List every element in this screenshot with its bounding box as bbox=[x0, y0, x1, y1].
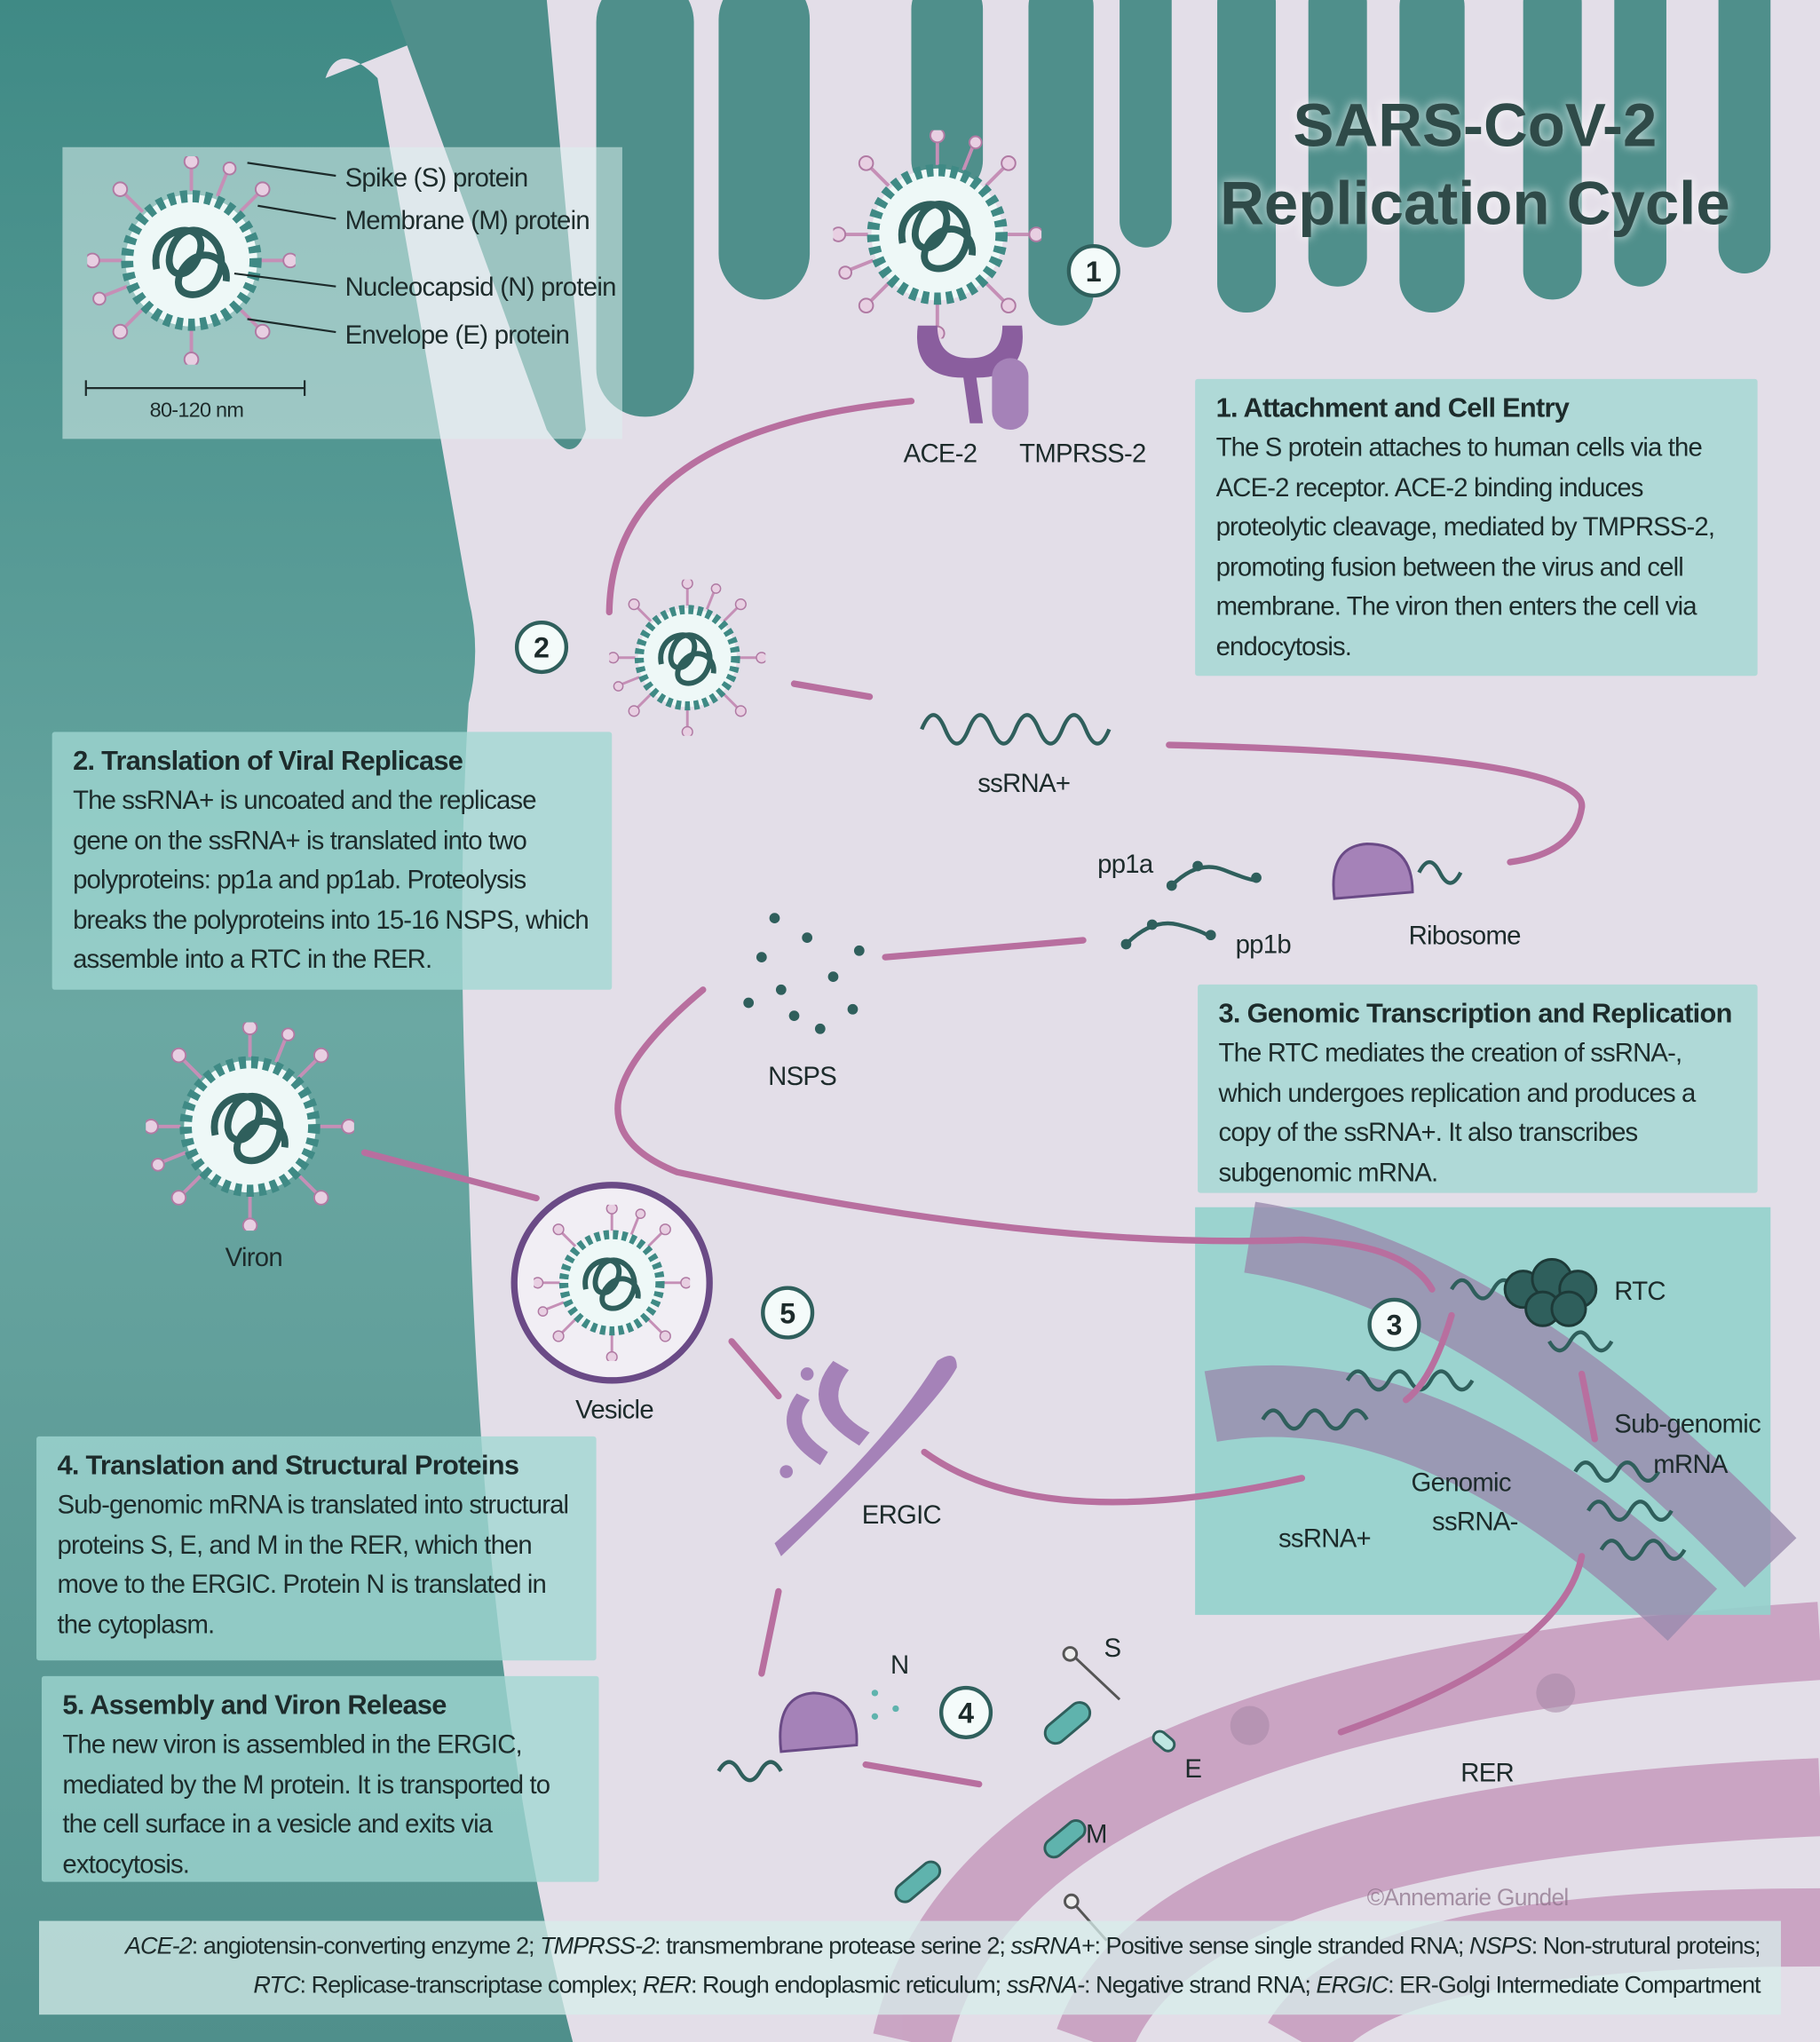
step-marker-3: 3 bbox=[1367, 1297, 1421, 1351]
title-line-1: SARS-CoV-2 bbox=[1293, 90, 1658, 159]
legend-label-spike: Spike (S) protein bbox=[345, 163, 528, 193]
svg-text:4: 4 bbox=[958, 1698, 974, 1729]
svg-text:5: 5 bbox=[779, 1297, 795, 1329]
abbr-def: : Negative strand RNA; bbox=[1083, 1970, 1317, 1998]
label-rer: RER bbox=[1460, 1759, 1514, 1788]
label-tmprss2: TMPRSS-2 bbox=[1019, 439, 1145, 469]
m-protein-icon-3 bbox=[894, 1860, 942, 1903]
e-protein-icon bbox=[1151, 1729, 1176, 1753]
label-s: S bbox=[1104, 1634, 1120, 1663]
label-m: M bbox=[1086, 1820, 1107, 1849]
label-subgenomic-2: mRNA bbox=[1653, 1450, 1729, 1479]
step-3-box: 3. Genomic Transcription and Replication… bbox=[1198, 984, 1758, 1193]
abbr-def: : Rough endoplasmic reticulum; bbox=[690, 1970, 1007, 1998]
abbr-def: : angiotensin-converting enzyme 2; bbox=[191, 1931, 541, 1959]
abbr-def: : Positive sense single stranded RNA; bbox=[1094, 1931, 1469, 1959]
abbr-term: ERGIC bbox=[1316, 1970, 1389, 1998]
step-marker-2: 2 bbox=[514, 620, 569, 675]
step-5-box: 5. Assembly and Viron Release The new vi… bbox=[41, 1675, 599, 1882]
microvilli bbox=[390, 0, 1771, 450]
title-line-2: Replication Cycle bbox=[1220, 168, 1730, 237]
abbr-term: ACE-2 bbox=[124, 1931, 193, 1959]
step-4-title: 4. Translation and Structural Proteins bbox=[57, 1451, 519, 1481]
abbr-term: ssRNA+ bbox=[1010, 1931, 1095, 1959]
legend-scale-label: 80-120 nm bbox=[150, 398, 244, 421]
svg-text:2: 2 bbox=[534, 632, 550, 664]
label-subgenomic-1: Sub-genomic bbox=[1614, 1410, 1761, 1439]
m-protein-icon-2 bbox=[1043, 1819, 1087, 1859]
step-5-title: 5. Assembly and Viron Release bbox=[62, 1690, 447, 1721]
label-ergic: ERGIC bbox=[862, 1500, 942, 1530]
rtc-complex-icon bbox=[1503, 1257, 1598, 1327]
abbr-term: TMPRSS-2 bbox=[540, 1931, 655, 1959]
abbr-term: RER bbox=[642, 1970, 692, 1998]
abbr-term: RTC bbox=[253, 1970, 300, 1998]
label-genomic-2: ssRNA- bbox=[1432, 1508, 1518, 1537]
label-vesicle: Vesicle bbox=[575, 1395, 653, 1424]
vesicle-virus-icon bbox=[533, 1203, 692, 1362]
legend-label-membrane: Membrane (M) protein bbox=[345, 206, 590, 235]
label-pp1b: pp1b bbox=[1236, 930, 1292, 960]
abbr-def: : Replicase-transcriptase complex; bbox=[299, 1970, 643, 1998]
step-2-text: The ssRNA+ is uncoated and the replicase… bbox=[73, 786, 590, 975]
svg-text:1: 1 bbox=[1086, 256, 1102, 288]
m-protein-icon bbox=[1043, 1701, 1092, 1745]
step-marker-5: 5 bbox=[761, 1286, 815, 1340]
nsps-icon bbox=[743, 913, 865, 1034]
new-viron-icon bbox=[144, 1021, 356, 1233]
step-3-text: The RTC mediates the creation of ssRNA-,… bbox=[1218, 1039, 1697, 1188]
label-pp1a: pp1a bbox=[1097, 850, 1154, 879]
abbreviations-footer: ACE-2: angiotensin-converting enzyme 2; … bbox=[38, 1920, 1782, 2015]
pathway-connectors bbox=[360, 398, 1598, 1788]
step-4-text: Sub-genomic mRNA is translated into stru… bbox=[57, 1491, 570, 1640]
legend-label-nucleocapsid: Nucleocapsid (N) protein bbox=[345, 273, 616, 302]
label-ssrna-plus-2: ssRNA+ bbox=[1278, 1524, 1371, 1554]
label-ribosome: Ribosome bbox=[1409, 921, 1521, 950]
legend-label-envelope: Envelope (E) protein bbox=[345, 321, 570, 350]
label-rtc: RTC bbox=[1614, 1277, 1666, 1306]
label-genomic-1: Genomic bbox=[1412, 1468, 1511, 1498]
step-2-title: 2. Translation of Viral Replicase bbox=[73, 746, 463, 777]
ribosome-n-icon bbox=[779, 1691, 859, 1753]
step-marker-4: 4 bbox=[938, 1685, 993, 1739]
polyprotein-icons bbox=[1120, 860, 1262, 950]
label-n: N bbox=[890, 1650, 908, 1680]
step-1-box: 1. Attachment and Cell Entry The S prote… bbox=[1195, 378, 1758, 677]
svg-text:3: 3 bbox=[1387, 1310, 1403, 1342]
ribosome-icon bbox=[1332, 843, 1414, 900]
step-markers: 1 2 3 4 5 bbox=[514, 244, 1421, 1739]
rtc-panel bbox=[1195, 1201, 1797, 1642]
abbr-def: : Non-strutural proteins; bbox=[1531, 1931, 1761, 1959]
abbr-term: ssRNA- bbox=[1006, 1970, 1085, 1998]
step-5-text: The new viron is assembled in the ERGIC,… bbox=[62, 1730, 550, 1879]
ergic-icon bbox=[774, 1355, 957, 1556]
tmprss2-icon bbox=[992, 358, 1029, 431]
ace2-receptor-icon bbox=[916, 325, 1023, 423]
footer-line-1: ACE-2: angiotensin-converting enzyme 2; … bbox=[59, 1926, 1761, 1965]
ssrna-plus-icon bbox=[920, 713, 1112, 746]
virus-entering-icon bbox=[608, 578, 767, 737]
abbr-term: NSPS bbox=[1468, 1931, 1532, 1959]
step-1-title: 1. Attachment and Cell Entry bbox=[1215, 392, 1570, 423]
label-viron: Viron bbox=[226, 1243, 282, 1272]
step-2-box: 2. Translation of Viral Replicase The ss… bbox=[51, 732, 613, 990]
abbr-def: : transmembrane protease serine 2; bbox=[654, 1931, 1011, 1959]
label-ace2: ACE-2 bbox=[904, 439, 977, 469]
step-marker-1: 1 bbox=[1066, 244, 1120, 298]
abbr-def: : ER-Golgi Intermediate Compartment bbox=[1388, 1970, 1761, 1998]
virus-attaching-icon bbox=[832, 129, 1044, 341]
legend-virus-icon bbox=[85, 154, 297, 367]
label-e: E bbox=[1184, 1754, 1201, 1784]
label-nsps: NSPS bbox=[768, 1062, 836, 1091]
footer-line-2: RTC: Replicase-transcriptase complex; RE… bbox=[59, 1965, 1761, 2004]
step-3-title: 3. Genomic Transcription and Replication bbox=[1218, 999, 1733, 1029]
page-title: SARS-CoV-2 Replication Cycle bbox=[1172, 86, 1778, 242]
label-ssrna-plus: ssRNA+ bbox=[977, 769, 1070, 798]
step-1-text: The S protein attaches to human cells vi… bbox=[1215, 433, 1715, 661]
n-protein-icon bbox=[871, 1690, 899, 1720]
s-protein-icon bbox=[1062, 1646, 1121, 1942]
step-4-box: 4. Translation and Structural Proteins S… bbox=[36, 1436, 597, 1661]
copyright-watermark: ©Annemarie Gundel bbox=[1367, 1884, 1569, 1911]
